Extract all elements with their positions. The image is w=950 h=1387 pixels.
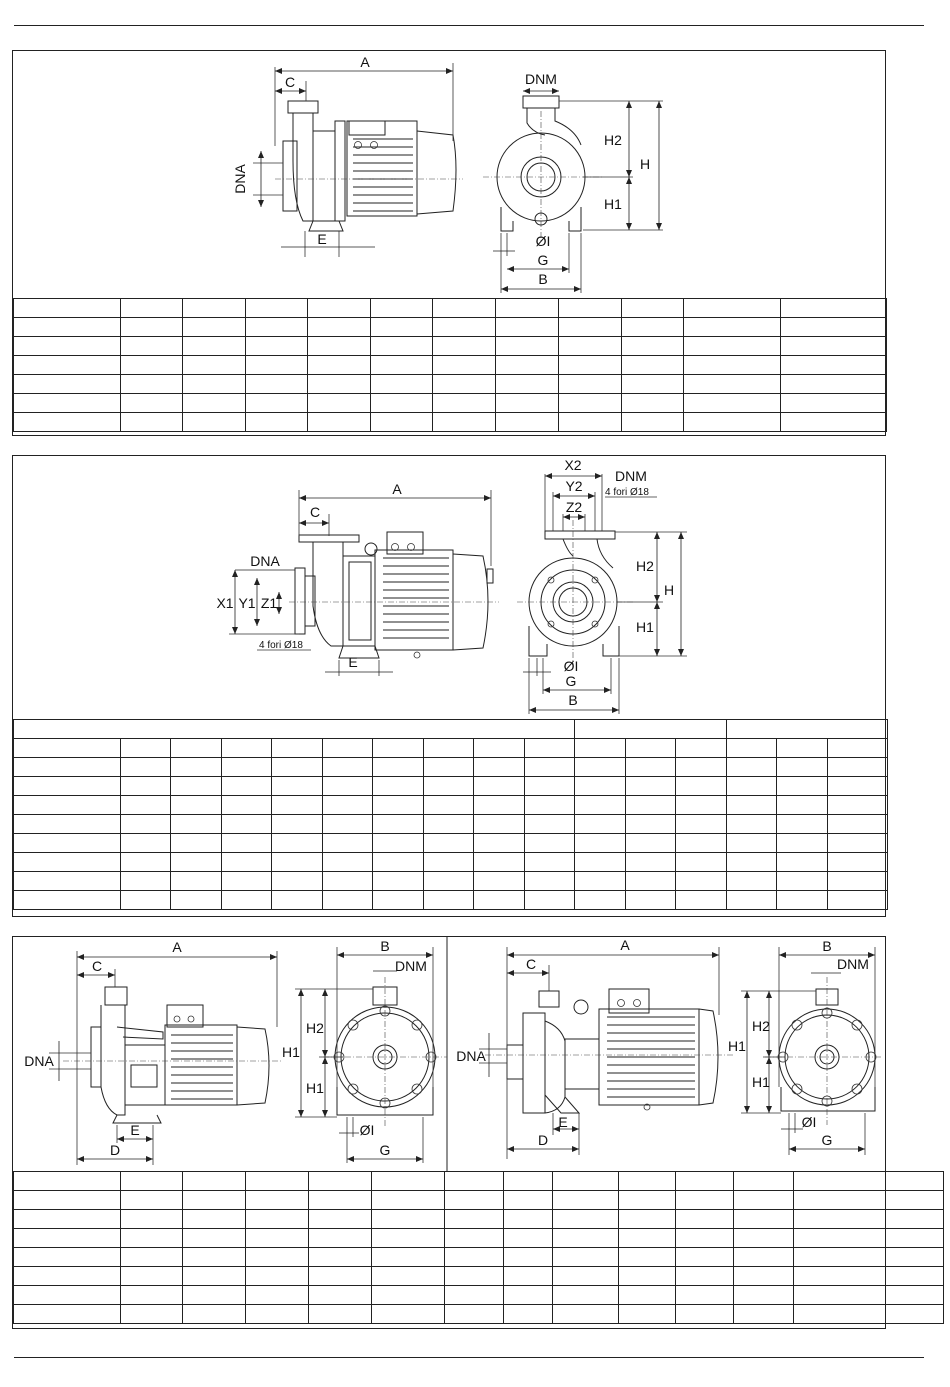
table-row [13, 852, 889, 872]
s3r-dim-a: A [620, 937, 630, 953]
table-row [13, 776, 889, 796]
table-row [12, 374, 888, 394]
table-row [12, 355, 888, 375]
s2-dim-z2: Z2 [566, 499, 583, 515]
bottom-rule [14, 1357, 924, 1358]
pump-front-view-1 [483, 95, 603, 241]
table-row [13, 814, 889, 834]
table-row [13, 1209, 945, 1229]
s3r-dim-h1: H1 [752, 1074, 770, 1090]
pump-side-view-1 [275, 100, 463, 232]
s1-dim-b: B [538, 271, 547, 287]
pump-side-view-3a [63, 986, 283, 1124]
table-row [13, 1266, 945, 1286]
s3l-dim-h2: H2 [306, 1020, 324, 1036]
s2-dim-dna: DNA [250, 553, 280, 569]
table-row [12, 393, 888, 413]
s3l-dim-h1: H1 [306, 1080, 324, 1096]
s2-dim-y2: Y2 [565, 478, 582, 494]
s2-dim-x1: X1 [216, 595, 233, 611]
s3r-dim-dnm: DNM [837, 956, 869, 972]
table-row [12, 298, 888, 318]
section-3-drawing: A C DNA E D B [24, 937, 883, 1172]
s2-dim-e: E [348, 654, 357, 670]
table-row [13, 833, 889, 853]
s2-dim-g: G [566, 673, 577, 689]
s3r-dim-oi: ØI [802, 1114, 817, 1130]
pump-side-view-3b [485, 988, 733, 1114]
s3r-dim-e: E [558, 1114, 567, 1130]
s2-dim-oi: ØI [564, 658, 579, 674]
table-row [13, 871, 889, 891]
s1-dim-h: H [640, 156, 650, 172]
s3l-dim-dna: DNA [24, 1053, 54, 1069]
table-row [12, 412, 888, 432]
section-3-table [13, 1171, 945, 1324]
pump-side-view-2 [289, 531, 499, 659]
s3l-dim-e: E [130, 1122, 139, 1138]
s1-dim-oi: ØI [536, 233, 551, 249]
section-1-table [12, 298, 888, 432]
s2-dim-dnm: DNM [615, 468, 647, 484]
s3l-dim-dnm: DNM [395, 958, 427, 974]
s1-dim-e: E [317, 231, 326, 247]
s2-dim-h: H [664, 582, 674, 598]
s2-dim-z1: Z1 [261, 595, 278, 611]
s3r-dim-c: C [526, 956, 536, 972]
s3l-dim-h1-total: H1 [282, 1044, 300, 1060]
s3l-dim-d: D [110, 1142, 120, 1158]
table-header-row [12, 719, 889, 739]
section-2-table [12, 719, 889, 910]
s2-holes-note-side: 4 fori Ø18 [259, 640, 303, 651]
s1-dim-a: A [360, 54, 370, 70]
s1-dim-c: C [285, 74, 295, 90]
s2-dim-x2: X2 [564, 457, 581, 473]
pump-front-view-2 [517, 520, 633, 666]
s1-dim-h2: H2 [604, 132, 622, 148]
s3r-dim-h1-total: H1 [728, 1038, 746, 1054]
s1-dim-dna: DNA [232, 164, 248, 194]
section-1-drawing: A C DNA E DNM [232, 54, 663, 293]
pump-front-view-3b [765, 977, 883, 1125]
table-row [13, 757, 889, 777]
table-row [13, 890, 889, 910]
table-row [13, 1190, 945, 1210]
top-rule [14, 25, 924, 26]
table-row [13, 1247, 945, 1267]
table-row [13, 1304, 945, 1324]
s1-dim-dnm: DNM [525, 71, 557, 87]
table-row [13, 795, 889, 815]
s1-dim-g: G [538, 252, 549, 268]
section-3-panel: A C DNA E D B [12, 936, 945, 1329]
s2-dim-y1: Y1 [238, 595, 255, 611]
s3r-dim-h2: H2 [752, 1018, 770, 1034]
section-1-panel: A C DNA E DNM [12, 50, 888, 436]
s2-dim-h2: H2 [636, 558, 654, 574]
table-row [13, 1228, 945, 1248]
s2-dim-c: C [310, 504, 320, 520]
s1-dim-h1: H1 [604, 196, 622, 212]
s2-holes-note-front: 4 fori Ø18 [605, 487, 649, 498]
section-2-panel: A C DNA X1 Y1 Z1 4 fori Ø18 E [12, 455, 889, 917]
s3r-dim-dna: DNA [456, 1048, 486, 1064]
table-row [13, 1285, 945, 1305]
s3r-dim-b: B [822, 938, 831, 954]
s3l-dim-c: C [92, 958, 102, 974]
s3r-dim-g: G [822, 1132, 833, 1148]
s3l-dim-oi: ØI [360, 1122, 375, 1138]
s2-dim-h1: H1 [636, 619, 654, 635]
s3l-dim-b: B [380, 938, 389, 954]
table-row [13, 738, 889, 758]
s3l-dim-a: A [172, 939, 182, 955]
pump-front-view-3a [323, 977, 447, 1127]
s2-dim-b: B [568, 692, 577, 708]
table-row [13, 1171, 945, 1191]
s3l-dim-g: G [380, 1142, 391, 1158]
section-2-drawing: A C DNA X1 Y1 Z1 4 fori Ø18 E [216, 457, 687, 714]
table-row [12, 317, 888, 337]
table-row [12, 336, 888, 356]
s3r-dim-d: D [538, 1132, 548, 1148]
s2-dim-a: A [392, 481, 402, 497]
